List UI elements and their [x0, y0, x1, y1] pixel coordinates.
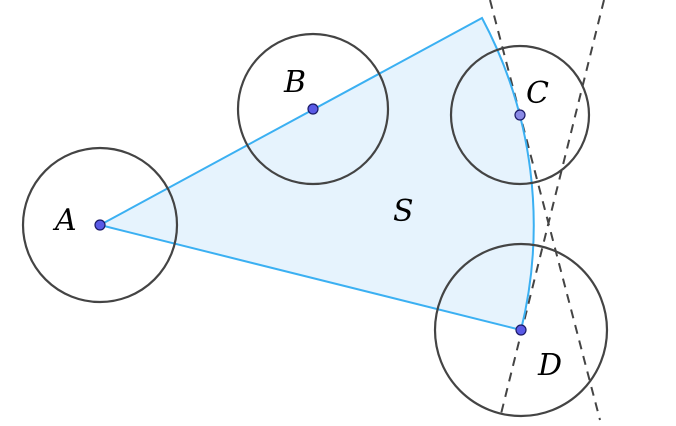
circle-D: [433, 242, 609, 418]
point-C[interactable]: [514, 109, 526, 121]
label-B: B: [283, 65, 306, 100]
point-A[interactable]: [94, 219, 106, 231]
dashed-line-2: [499, 0, 605, 419]
circle-C: [449, 44, 591, 186]
circle-B: [236, 32, 390, 186]
label-A: A: [52, 203, 77, 238]
point-B[interactable]: [307, 103, 319, 115]
sector-S: [97, 16, 535, 332]
point-D[interactable]: [515, 324, 527, 336]
label-C: C: [526, 76, 549, 111]
circle-A: [21, 146, 179, 304]
dashed-line-1: [489, 0, 601, 421]
label-D: D: [537, 348, 562, 383]
label-S: S: [393, 194, 414, 229]
